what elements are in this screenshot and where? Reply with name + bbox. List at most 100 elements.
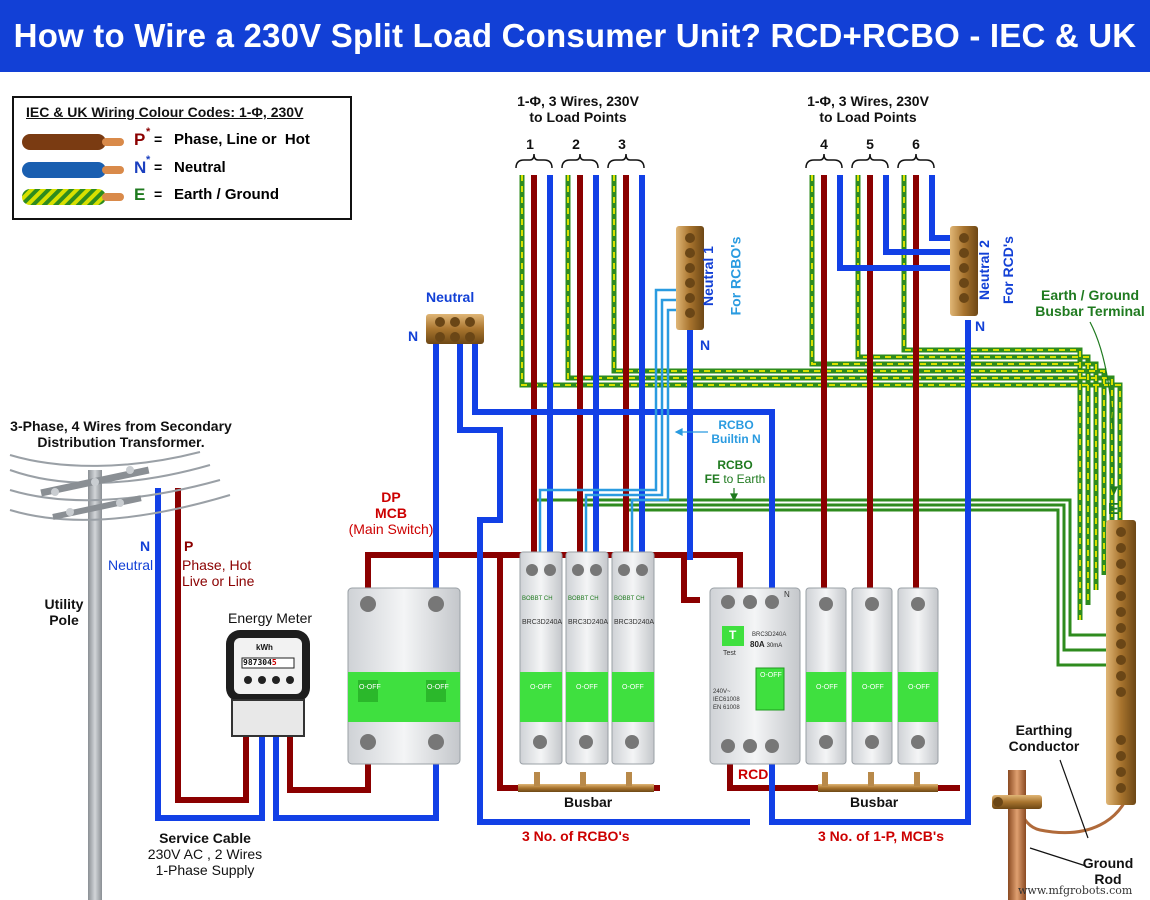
rcbo-3-model: BRC3D240A [614, 619, 655, 626]
mcb-5-off: O-OFF [862, 684, 884, 691]
load-number-5: 5 [866, 136, 874, 152]
busbar-2-label: Busbar [850, 794, 899, 810]
legend-row-phase: P * = Phase, Line or Hot [22, 126, 342, 154]
legend-letter-e: E [134, 185, 146, 204]
dp-mcb-b: MCB [375, 505, 407, 521]
legend-text-p: Phase, Line or Hot [174, 131, 310, 148]
neutral-light-wires [538, 288, 676, 552]
dp-mcb-c: (Main Switch) [348, 521, 434, 537]
legend-star-n: * [146, 154, 151, 166]
rcbo-3-off: O-OFF [622, 684, 644, 691]
brown-wire-icon [22, 134, 124, 150]
rcbo-builtin-b: Builtin N [711, 432, 761, 446]
rcd-spec-b: IEC61008 [713, 697, 740, 703]
neutral-wires [155, 175, 971, 825]
colour-code-legend: IEC & UK Wiring Colour Codes: 1-Φ, 230V … [12, 96, 352, 220]
neutral-terminal-block [426, 314, 484, 344]
rcbo-1-brand: BOBBT CH [522, 596, 553, 602]
supply-neutral-label: Neutral [108, 557, 154, 573]
utility-pole [9, 451, 231, 900]
legend-text-n: Neutral [174, 159, 226, 176]
neutral-1-label-a: Neutral 1 [699, 246, 716, 306]
earthing-b: Conductor [1008, 738, 1080, 754]
rcd-spec-a: 240V~ [713, 689, 731, 695]
ground-b: Rod [1094, 871, 1122, 887]
neutral-1-label: Neutral 1 For RCBO's [700, 232, 760, 332]
meter-digits: 987304 [243, 658, 272, 667]
legend-title: IEC & UK Wiring Colour Codes: 1-Φ, 230V [26, 104, 304, 120]
meter-kwh: kWh [256, 643, 273, 652]
legend-letter-n: N [134, 158, 147, 177]
utility-pole-label: Utility Pole [36, 596, 92, 628]
load-number-4: 4 [820, 136, 828, 152]
load-group-1-line1: 1-Φ, 3 Wires, 230V [517, 93, 639, 109]
rcbo-fe-label: RCBO FE to Earth [700, 458, 770, 486]
neutral-2-label-a: Neutral 2 [975, 240, 992, 300]
neutral-1-label-b: For RCBO's [727, 236, 744, 316]
rcbo-2-brand: BOBBT CH [568, 596, 599, 602]
mcb-4 [805, 587, 847, 765]
meter-reading: 9873045 [243, 658, 277, 668]
rcbo-3 [611, 551, 655, 765]
energy-meter [226, 630, 310, 737]
neutral-2-bar [950, 226, 978, 316]
load-braces [515, 153, 935, 169]
ground-rod [992, 770, 1042, 900]
rcd-spec: 240V~ IEC61008 EN 61008 [713, 688, 740, 712]
neutral-1-n: N [700, 337, 711, 353]
earthing-a: Earthing [1015, 722, 1073, 738]
energy-meter-label: Energy Meter [228, 610, 313, 626]
neutral-2-label: Neutral 2 For RCD's [976, 232, 1036, 332]
service-b: 230V AC , 2 Wires [147, 846, 263, 862]
load-group-1-title: 1-Φ, 3 Wires, 230V to Load Points [498, 93, 658, 125]
mcb-6-off: O-OFF [908, 684, 930, 691]
watermark: www.mfgrobots.com [1018, 884, 1133, 897]
service-c: 1-Phase Supply [155, 862, 255, 878]
green-yellow-wire-icon [22, 189, 124, 205]
earth-busbar-arrow [1089, 321, 1118, 496]
load-number-3: 3 [618, 136, 626, 152]
rcbo-1-model: BRC3D240A [522, 619, 563, 626]
legend-row-neutral: N * = Neutral [22, 154, 342, 182]
busbar-rcbo [518, 772, 654, 792]
earth-busbar-label-a: Earth / Ground [1041, 287, 1139, 303]
rcd-rating-b: 30mA [766, 643, 783, 649]
supply-p-letter: P [184, 538, 194, 554]
dp-mcb-a: DP [381, 489, 401, 505]
load-number-1: 1 [526, 136, 534, 152]
legend-eq-n: = [154, 159, 163, 175]
mcb-count-label: 3 No. of 1-P, MCB's [818, 828, 944, 844]
mcb-6 [897, 587, 939, 765]
three-phase-label: 3-Phase, 4 Wires from Secondary Distribu… [10, 418, 232, 450]
meter-last-digit: 5 [271, 658, 277, 667]
rcd-t-button: T [729, 628, 737, 642]
rcbo-devices [519, 551, 655, 765]
neutral-2-label-b: For RCD's [999, 236, 1016, 304]
load-group-2-title: 1-Φ, 3 Wires, 230V to Load Points [788, 93, 948, 125]
earthing-arrow [1029, 759, 1089, 867]
title-banner: How to Wire a 230V Split Load Consumer U… [0, 0, 1150, 72]
rcbo-1 [519, 551, 563, 765]
three-phase-a: 3-Phase, 4 Wires from Secondary [10, 418, 232, 434]
load-group-2-line2: to Load Points [819, 109, 917, 125]
rcd-off: O-OFF [760, 672, 782, 679]
rcd-spec-c: EN 61008 [713, 705, 740, 711]
earth-e-label: E [1108, 501, 1119, 518]
rcd-n-terminal: N [784, 590, 790, 599]
rcbo-builtin-a: RCBO [718, 418, 754, 432]
legend-star-p: * [146, 126, 151, 138]
earth-busbar-label-b: Busbar Terminal [1035, 303, 1145, 319]
load-group-1-line2: to Load Points [529, 109, 627, 125]
legend-letter-p: P [134, 130, 146, 149]
rcbo-fe-a: RCBO [717, 458, 753, 472]
rcd-rating: 80A 30mA [750, 640, 782, 649]
legend-row-earth: E = Earth / Ground [22, 185, 342, 209]
rcbo-2-model: BRC3D240A [568, 619, 609, 626]
mcb-devices [805, 587, 939, 765]
supply-phase-label: Phase, Hot Live or Line [182, 557, 254, 589]
neutral-main-label: Neutral [426, 289, 475, 305]
rcbo-3-brand: BOBBT CH [614, 596, 645, 602]
neutral-2-n: N [975, 318, 986, 334]
legend-text-e: Earth / Ground [174, 186, 279, 203]
